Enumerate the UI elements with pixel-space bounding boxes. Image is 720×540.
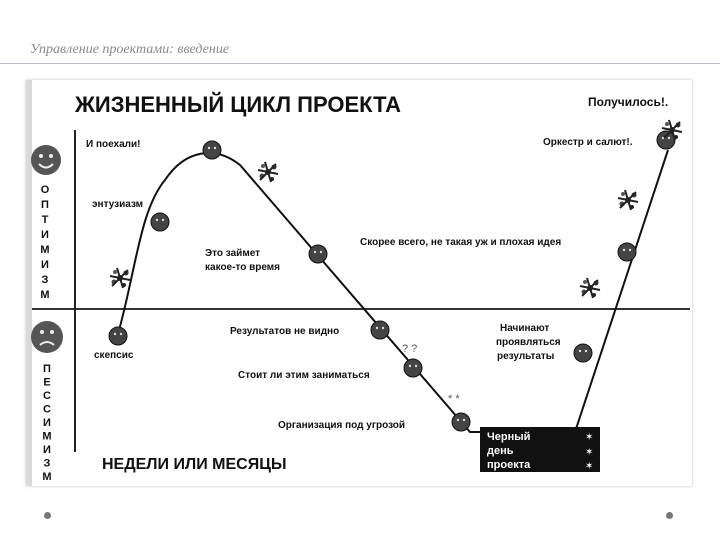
pessimism_label-letter: С bbox=[43, 404, 51, 416]
no-results-label: Результатов не видно bbox=[230, 326, 339, 337]
org-threat-face-icon bbox=[452, 413, 470, 431]
results-label-1: Начинают bbox=[500, 323, 549, 334]
enthusiasm-face-icon bbox=[151, 213, 169, 231]
orchestra-label: Оркестр и салют!. bbox=[543, 137, 633, 148]
star-icon-2: ✶ bbox=[585, 447, 593, 458]
skepsis-face-icon bbox=[109, 327, 127, 345]
not-bad-face-icon bbox=[618, 243, 636, 261]
star-mark-icon: * * bbox=[448, 393, 460, 405]
start-face-icon bbox=[203, 141, 221, 159]
star-icon-3: ✶ bbox=[585, 461, 593, 472]
optimism_label-letter: М bbox=[40, 289, 49, 301]
question-mark-icon: ? ? bbox=[402, 343, 417, 355]
pessimism_label-letter: И bbox=[43, 417, 51, 429]
optimism_label-letter: И bbox=[41, 259, 49, 271]
no-results-face-icon bbox=[371, 321, 389, 339]
firework-icon bbox=[618, 190, 638, 210]
pessimism_label-letter: М bbox=[42, 471, 51, 483]
black-day-label-1: Черный bbox=[487, 431, 530, 443]
diagram-title: ЖИЗНЕННЫЙ ЦИКЛ ПРОЕКТА bbox=[74, 92, 401, 117]
left-footer-dot bbox=[44, 512, 51, 519]
takes-time-label-1: Это займет bbox=[205, 248, 260, 259]
crowd-icon bbox=[110, 268, 130, 288]
takes-time-face-icon bbox=[309, 245, 327, 263]
enthusiasm-label: энтузиазм bbox=[92, 199, 143, 210]
pessimism_label-letter: З bbox=[44, 458, 51, 470]
happy-face-icon bbox=[31, 145, 61, 175]
optimism_label-letter: П bbox=[41, 199, 49, 211]
right-footer-dot bbox=[666, 512, 673, 519]
start-label: И поехали! bbox=[86, 139, 141, 150]
optimism_label-letter: Т bbox=[42, 214, 49, 226]
pessimism_label-letter: М bbox=[42, 431, 51, 443]
x-axis-label: НЕДЕЛИ ИЛИ МЕСЯЦЫ bbox=[102, 456, 287, 473]
worth-it-face-icon bbox=[404, 359, 422, 377]
outcome-label: Получилось!. bbox=[588, 95, 668, 109]
skepsis-label: скепсис bbox=[94, 350, 134, 361]
crowd-icon-2 bbox=[580, 278, 600, 298]
results-label-2: проявляться bbox=[496, 337, 561, 348]
pessimism_label-letter: С bbox=[43, 390, 51, 402]
black-day-label-3: проекта bbox=[487, 459, 531, 471]
star-icon: ✶ bbox=[585, 432, 593, 443]
worth-it-label: Стоит ли этим заниматься bbox=[238, 370, 370, 381]
org-threat-label: Организация под угрозой bbox=[278, 420, 405, 431]
sad-face-icon bbox=[31, 321, 63, 353]
celebration-icon bbox=[258, 162, 278, 182]
pessimism_label-letter: Е bbox=[43, 377, 50, 389]
pessimism_label-letter: П bbox=[43, 363, 51, 375]
black-day-label-2: день bbox=[487, 445, 514, 457]
pessimism_label-letter: И bbox=[43, 444, 51, 456]
results-face-icon bbox=[574, 344, 592, 362]
takes-time-label-2: какое-то время bbox=[205, 262, 280, 273]
optimism_label-letter: О bbox=[41, 184, 50, 196]
optimism_label-letter: З bbox=[42, 274, 49, 286]
not-bad-label: Скорее всего, не такая уж и плохая идея bbox=[360, 237, 561, 248]
optimism_label-letter: М bbox=[40, 244, 49, 256]
results-label-3: результаты bbox=[497, 351, 554, 362]
optimism_label-letter: И bbox=[41, 229, 49, 241]
